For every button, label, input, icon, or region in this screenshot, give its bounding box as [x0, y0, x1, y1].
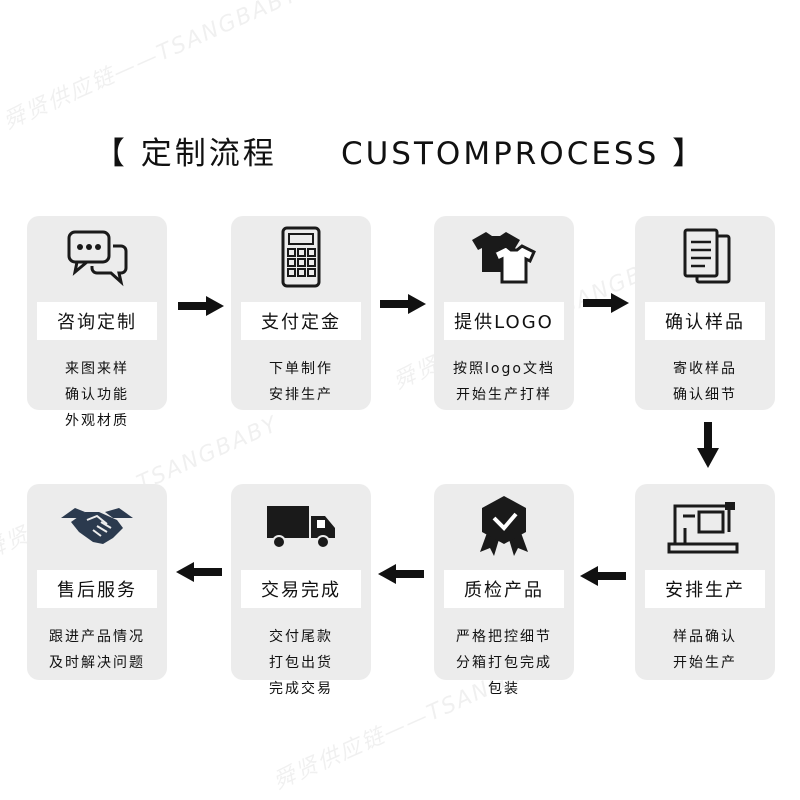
documents-icon — [665, 226, 745, 290]
step-card-production: 安排生产 样品确认 开始生产 — [635, 484, 775, 680]
step-description: 跟进产品情况 及时解决问题 — [27, 624, 167, 676]
step-description: 来图来样 确认功能 外观材质 — [27, 356, 167, 434]
step-desc-line: 分箱打包完成 — [456, 655, 552, 671]
step-desc-line: 下单制作 — [269, 361, 333, 377]
handshake-icon — [57, 494, 137, 558]
step-label: 售后服务 — [37, 570, 157, 608]
arrow-left-icon — [378, 564, 424, 584]
step-desc-line: 及时解决问题 — [49, 655, 145, 671]
calculator-icon — [261, 226, 341, 290]
arrow-right-icon — [583, 293, 629, 313]
step-description: 样品确认 开始生产 — [635, 624, 775, 676]
arrow-left-icon — [176, 562, 222, 582]
step-description: 寄收样品 确认细节 — [635, 356, 775, 408]
step-description: 严格把控细节 分箱打包完成 包装 — [434, 624, 574, 702]
arrow-right-icon — [178, 296, 224, 316]
step-desc-line: 跟进产品情况 — [49, 629, 145, 645]
page-title: 【 定制流程 CUSTOMPROCESS 】 — [93, 136, 707, 172]
step-desc-line: 确认细节 — [673, 387, 737, 403]
step-description: 交付尾款 打包出货 完成交易 — [231, 624, 371, 702]
step-desc-line: 按照logo文档 — [453, 361, 555, 377]
step-label: 质检产品 — [444, 570, 564, 608]
arrow-right-icon — [380, 294, 426, 314]
step-label: 支付定金 — [241, 302, 361, 340]
step-desc-line: 样品确认 — [673, 629, 737, 645]
sewing-machine-icon — [665, 494, 745, 558]
chat-bubbles-icon — [57, 226, 137, 290]
step-desc-line: 寄收样品 — [673, 361, 737, 377]
step-card-consult: 咨询定制 来图来样 确认功能 外观材质 — [27, 216, 167, 429]
step-desc-line: 交付尾款 — [269, 629, 333, 645]
step-desc-line: 外观材质 — [65, 413, 129, 429]
step-description: 按照logo文档 开始生产打样 — [434, 356, 574, 408]
step-label: 提供LOGO — [444, 302, 564, 340]
step-card-after-sales: 售后服务 跟进产品情况 及时解决问题 — [27, 484, 167, 680]
arrow-down-icon — [697, 422, 719, 468]
step-desc-line: 打包出货 — [269, 655, 333, 671]
step-desc-line: 开始生产打样 — [456, 387, 552, 403]
step-desc-line: 来图来样 — [65, 361, 129, 377]
quality-badge-icon — [464, 494, 544, 558]
step-desc-line: 确认功能 — [65, 387, 129, 403]
step-card-logo: 提供LOGO 按照logo文档 开始生产打样 — [434, 216, 574, 410]
watermark-text: 舜贤供应链——TSANGBABY — [0, 0, 303, 135]
step-card-complete: 交易完成 交付尾款 打包出货 完成交易 — [231, 484, 371, 697]
step-desc-line: 包装 — [488, 681, 520, 697]
step-description: 下单制作 安排生产 — [231, 356, 371, 408]
step-card-confirm-sample: 确认样品 寄收样品 确认细节 — [635, 216, 775, 410]
step-desc-line: 严格把控细节 — [456, 629, 552, 645]
step-label: 安排生产 — [645, 570, 765, 608]
step-label: 确认样品 — [645, 302, 765, 340]
step-label: 交易完成 — [241, 570, 361, 608]
t-shirts-icon — [464, 226, 544, 290]
step-desc-line: 开始生产 — [673, 655, 737, 671]
delivery-truck-icon — [261, 494, 341, 558]
step-desc-line: 安排生产 — [269, 387, 333, 403]
step-card-deposit: 支付定金 下单制作 安排生产 — [231, 216, 371, 410]
step-desc-line: 完成交易 — [269, 681, 333, 697]
step-card-quality: 质检产品 严格把控细节 分箱打包完成 包装 — [434, 484, 574, 697]
arrow-left-icon — [580, 566, 626, 586]
step-label: 咨询定制 — [37, 302, 157, 340]
